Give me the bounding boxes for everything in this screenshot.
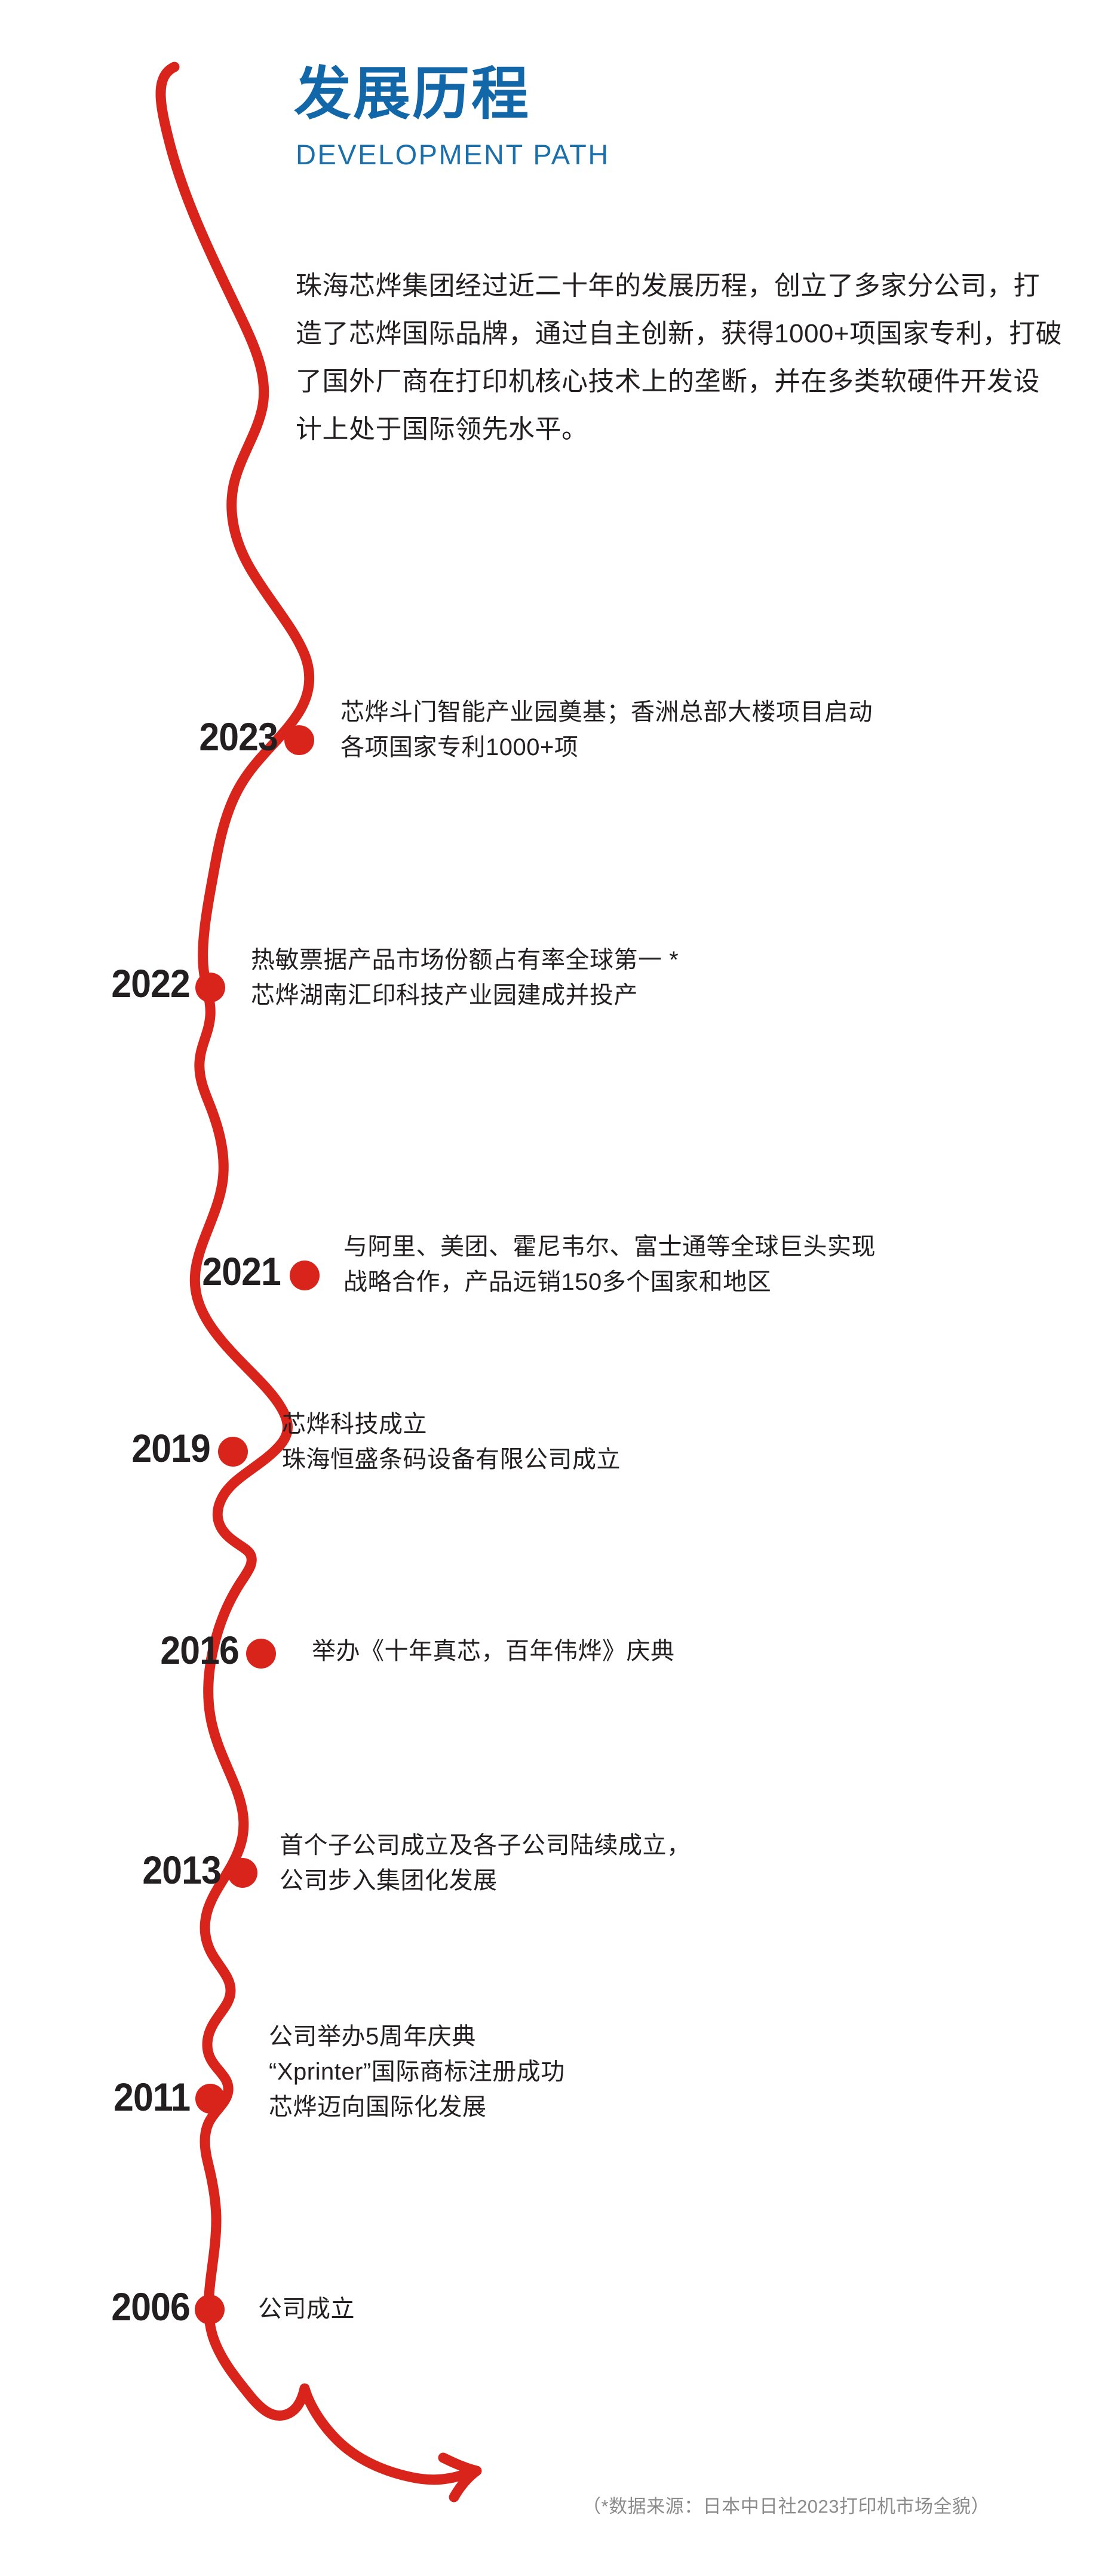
timeline-line: 芯烨科技成立	[282, 1411, 427, 1437]
timeline-year-2016: 2016	[160, 1628, 240, 1672]
timeline-line: 首个子公司成立及各子公司陆续成立，	[280, 1832, 691, 1859]
timeline-line: 珠海恒盛条码设备有限公司成立	[282, 1446, 621, 1473]
intro-paragraph: 珠海芯烨集团经过近二十年的发展历程，创立了多家分公司，打造了芯烨国际品牌，通过自…	[296, 271, 1063, 444]
timeline-text-2023: 芯烨斗门智能产业园奠基；香洲总部大楼项目启动 各项国家专利1000+项	[340, 695, 873, 765]
timeline-line: 战略合作，产品远销150多个国家和地区	[343, 1269, 772, 1296]
timeline-node-2006	[195, 2295, 225, 2324]
timeline-line: 芯烨湖南汇印科技产业园建成并投产	[251, 982, 638, 1009]
timeline-line: 芯烨迈向国际化发展	[269, 2094, 487, 2121]
timeline-text-2011: 公司举办5周年庆典 “Xprinter”国际商标注册成功 芯烨迈向国际化发展	[269, 2019, 565, 2126]
timeline-node-2013	[228, 1858, 257, 1888]
timeline-year-2011: 2011	[113, 2075, 191, 2119]
timeline-year-2023: 2023	[199, 714, 278, 759]
timeline-node-2023	[284, 725, 314, 755]
timeline-node-2021	[290, 1261, 320, 1290]
timeline-line: 举办《十年真芯，百年伟烨》庆典	[312, 1638, 675, 1664]
timeline-line: 公司步入集团化发展	[280, 1867, 498, 1894]
data-source-footnote: （*数据来源：日本中日社2023打印机市场全貌）	[582, 2496, 990, 2517]
timeline-line: 芯烨斗门智能产业园奠基；香洲总部大楼项目启动	[340, 699, 873, 725]
timeline-year-2013: 2013	[142, 1848, 222, 1892]
timeline-year-2006: 2006	[111, 2284, 191, 2329]
timeline-line: 各项国家专利1000+项	[340, 734, 579, 761]
timeline-line: 与阿里、美团、霍尼韦尔、富士通等全球巨头实现	[343, 1234, 876, 1260]
timeline-line: “Xprinter”国际商标注册成功	[269, 2059, 565, 2086]
page-title-en: DEVELOPMENT PATH	[296, 138, 610, 170]
timeline-node-2011	[195, 2084, 225, 2114]
page-header: 发展历程 DEVELOPMENT PATH	[294, 62, 1064, 171]
timeline-node-2016	[246, 1639, 276, 1669]
timeline-text-2019: 芯烨科技成立 珠海恒盛条码设备有限公司成立	[282, 1407, 621, 1477]
timeline-text-2016: 举办《十年真芯，百年伟烨》庆典	[312, 1634, 675, 1669]
timeline-text-2021: 与阿里、美团、霍尼韦尔、富士通等全球巨头实现 战略合作，产品远销150多个国家和…	[343, 1229, 876, 1300]
timeline-year-2022: 2022	[111, 961, 191, 1005]
timeline-node-2022	[195, 973, 225, 1002]
timeline-text-2013: 首个子公司成立及各子公司陆续成立， 公司步入集团化发展	[280, 1828, 691, 1899]
timeline-text-2006: 公司成立	[258, 2292, 355, 2327]
timeline-line: 公司成立	[258, 2296, 355, 2322]
timeline-line: 公司举办5周年庆典	[269, 2023, 476, 2050]
timeline-node-2019	[218, 1437, 248, 1467]
timeline-text-2022: 热敏票据产品市场份额占有率全球第一 * 芯烨湖南汇印科技产业园建成并投产	[251, 943, 679, 1013]
page-title-cn: 发展历程	[294, 62, 530, 126]
timeline-line: 热敏票据产品市场份额占有率全球第一 *	[251, 947, 679, 973]
timeline-year-2019: 2019	[131, 1426, 211, 1470]
timeline-year-2021: 2021	[202, 1249, 281, 1293]
